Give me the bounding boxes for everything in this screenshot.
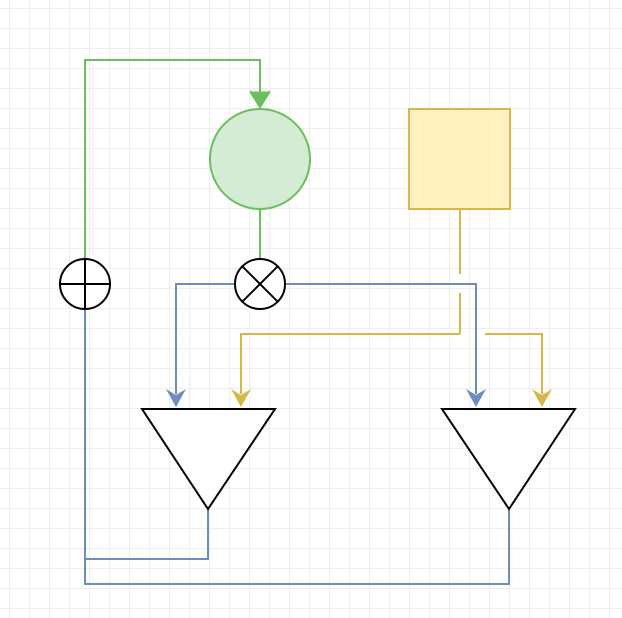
sum-junction[interactable] bbox=[59, 258, 111, 310]
yellow-arrowhead-right bbox=[532, 389, 552, 407]
multiply-to-left-amplifier bbox=[175, 283, 235, 394]
yellow-bus-right bbox=[485, 333, 543, 394]
blue-connectors bbox=[84, 283, 510, 585]
green-connectors bbox=[84, 59, 261, 260]
yellow-bus-left bbox=[240, 333, 460, 394]
multiply-junction[interactable] bbox=[234, 258, 286, 310]
right-amplifier-feedback bbox=[84, 509, 510, 585]
amplifier-right[interactable] bbox=[440, 408, 577, 511]
yellow-connectors bbox=[240, 209, 543, 394]
amplifier-left[interactable] bbox=[140, 408, 277, 511]
circle-input-arrowhead bbox=[250, 90, 270, 108]
yellow-square-node[interactable] bbox=[408, 108, 511, 210]
green-circle-node[interactable] bbox=[209, 108, 311, 210]
sum-to-circle-connector bbox=[84, 59, 261, 260]
blue-arrowhead-right bbox=[466, 389, 486, 407]
blue-arrowhead-left bbox=[166, 389, 186, 407]
left-amplifier-feedback bbox=[84, 309, 209, 560]
multiply-to-right-amplifier bbox=[285, 283, 477, 394]
yellow-arrowhead-left bbox=[231, 389, 251, 407]
